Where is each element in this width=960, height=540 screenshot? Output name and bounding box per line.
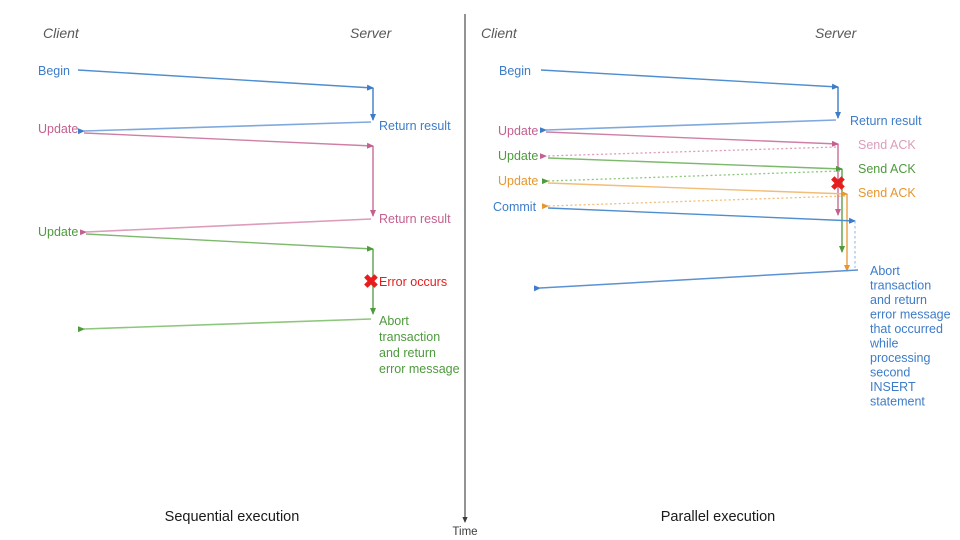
right-arrow-send-ack-1 [539,146,837,160]
right-label-send-ack-2: Send ACK [858,162,916,176]
left-abort-block: Abort transaction and return error messa… [379,314,460,376]
time-axis-label: Time [452,526,477,538]
right-abort-line-0: Abort [870,264,900,278]
right-abort-line-8: INSERT [870,380,916,394]
left-arrow-update-1 [83,132,374,149]
left-arrow-begin [77,69,374,91]
left-abort-line-0: Abort [379,314,409,328]
left-label-error-occurs: Error occurs [379,275,447,289]
left-abort-line-2: and return [379,346,436,360]
right-label-send-ack-3: Send ACK [858,186,916,200]
right-server-actor-label: Server [815,25,858,41]
left-client-actor-label: Client [43,25,80,41]
left-arrow-return-result-1 [77,121,372,135]
left-label-update-1: Update [38,122,78,136]
right-label-update-1: Update [498,124,538,138]
right-abort-line-1: transaction [870,279,931,293]
right-panel-caption: Parallel execution [661,509,775,525]
error-x-icon-right: ✖ [830,174,846,195]
right-label-begin: Begin [499,64,531,78]
right-abort-line-2: and return [870,293,927,307]
left-label-return-result-2: Return result [379,212,451,226]
right-arrow-send-ack-3 [541,195,846,210]
right-arrow-commit [547,207,856,224]
left-abort-line-1: transaction [379,330,440,344]
right-label-send-ack-1: Send ACK [858,138,916,152]
right-abort-line-9: statement [870,395,925,409]
left-label-update-2: Update [38,225,78,239]
right-label-return-result: Return result [850,114,922,128]
right-arrow-update-2 [547,157,843,172]
right-arrow-update-1 [545,131,839,147]
left-arrow-abort-return [77,318,372,333]
left-panel-caption: Sequential execution [165,509,300,525]
right-abort-block: Abort transaction and return error messa… [869,264,954,409]
right-client-actor-label: Client [481,25,518,41]
right-label-commit: Commit [493,200,537,214]
right-arrow-update-3 [547,182,848,197]
left-arrow-return-result-2 [79,218,372,236]
right-arrow-send-ack-2 [541,170,841,185]
right-abort-line-5: while [869,337,899,351]
right-arrow-begin [540,69,839,90]
left-server-actor-label: Server [350,25,393,41]
right-label-update-2: Update [498,149,538,163]
left-label-return-result-1: Return result [379,119,451,133]
error-x-icon: ✖ [363,272,379,293]
right-panel-parallel: Client Server Begin Return result Update… [481,25,954,525]
left-panel-sequential: Client Server Begin Return result Update… [38,25,460,525]
left-abort-line-3: error message [379,362,460,376]
right-abort-line-7: second [870,366,910,380]
right-abort-line-3: error message [870,308,951,322]
left-arrow-update-2 [85,233,374,252]
right-arrow-abort-return [533,269,859,292]
right-abort-line-4: that occurred [870,322,943,336]
right-arrow-return-result [539,119,837,134]
left-label-begin: Begin [38,64,70,78]
right-abort-line-6: processing [870,351,930,365]
right-label-update-3: Update [498,174,538,188]
